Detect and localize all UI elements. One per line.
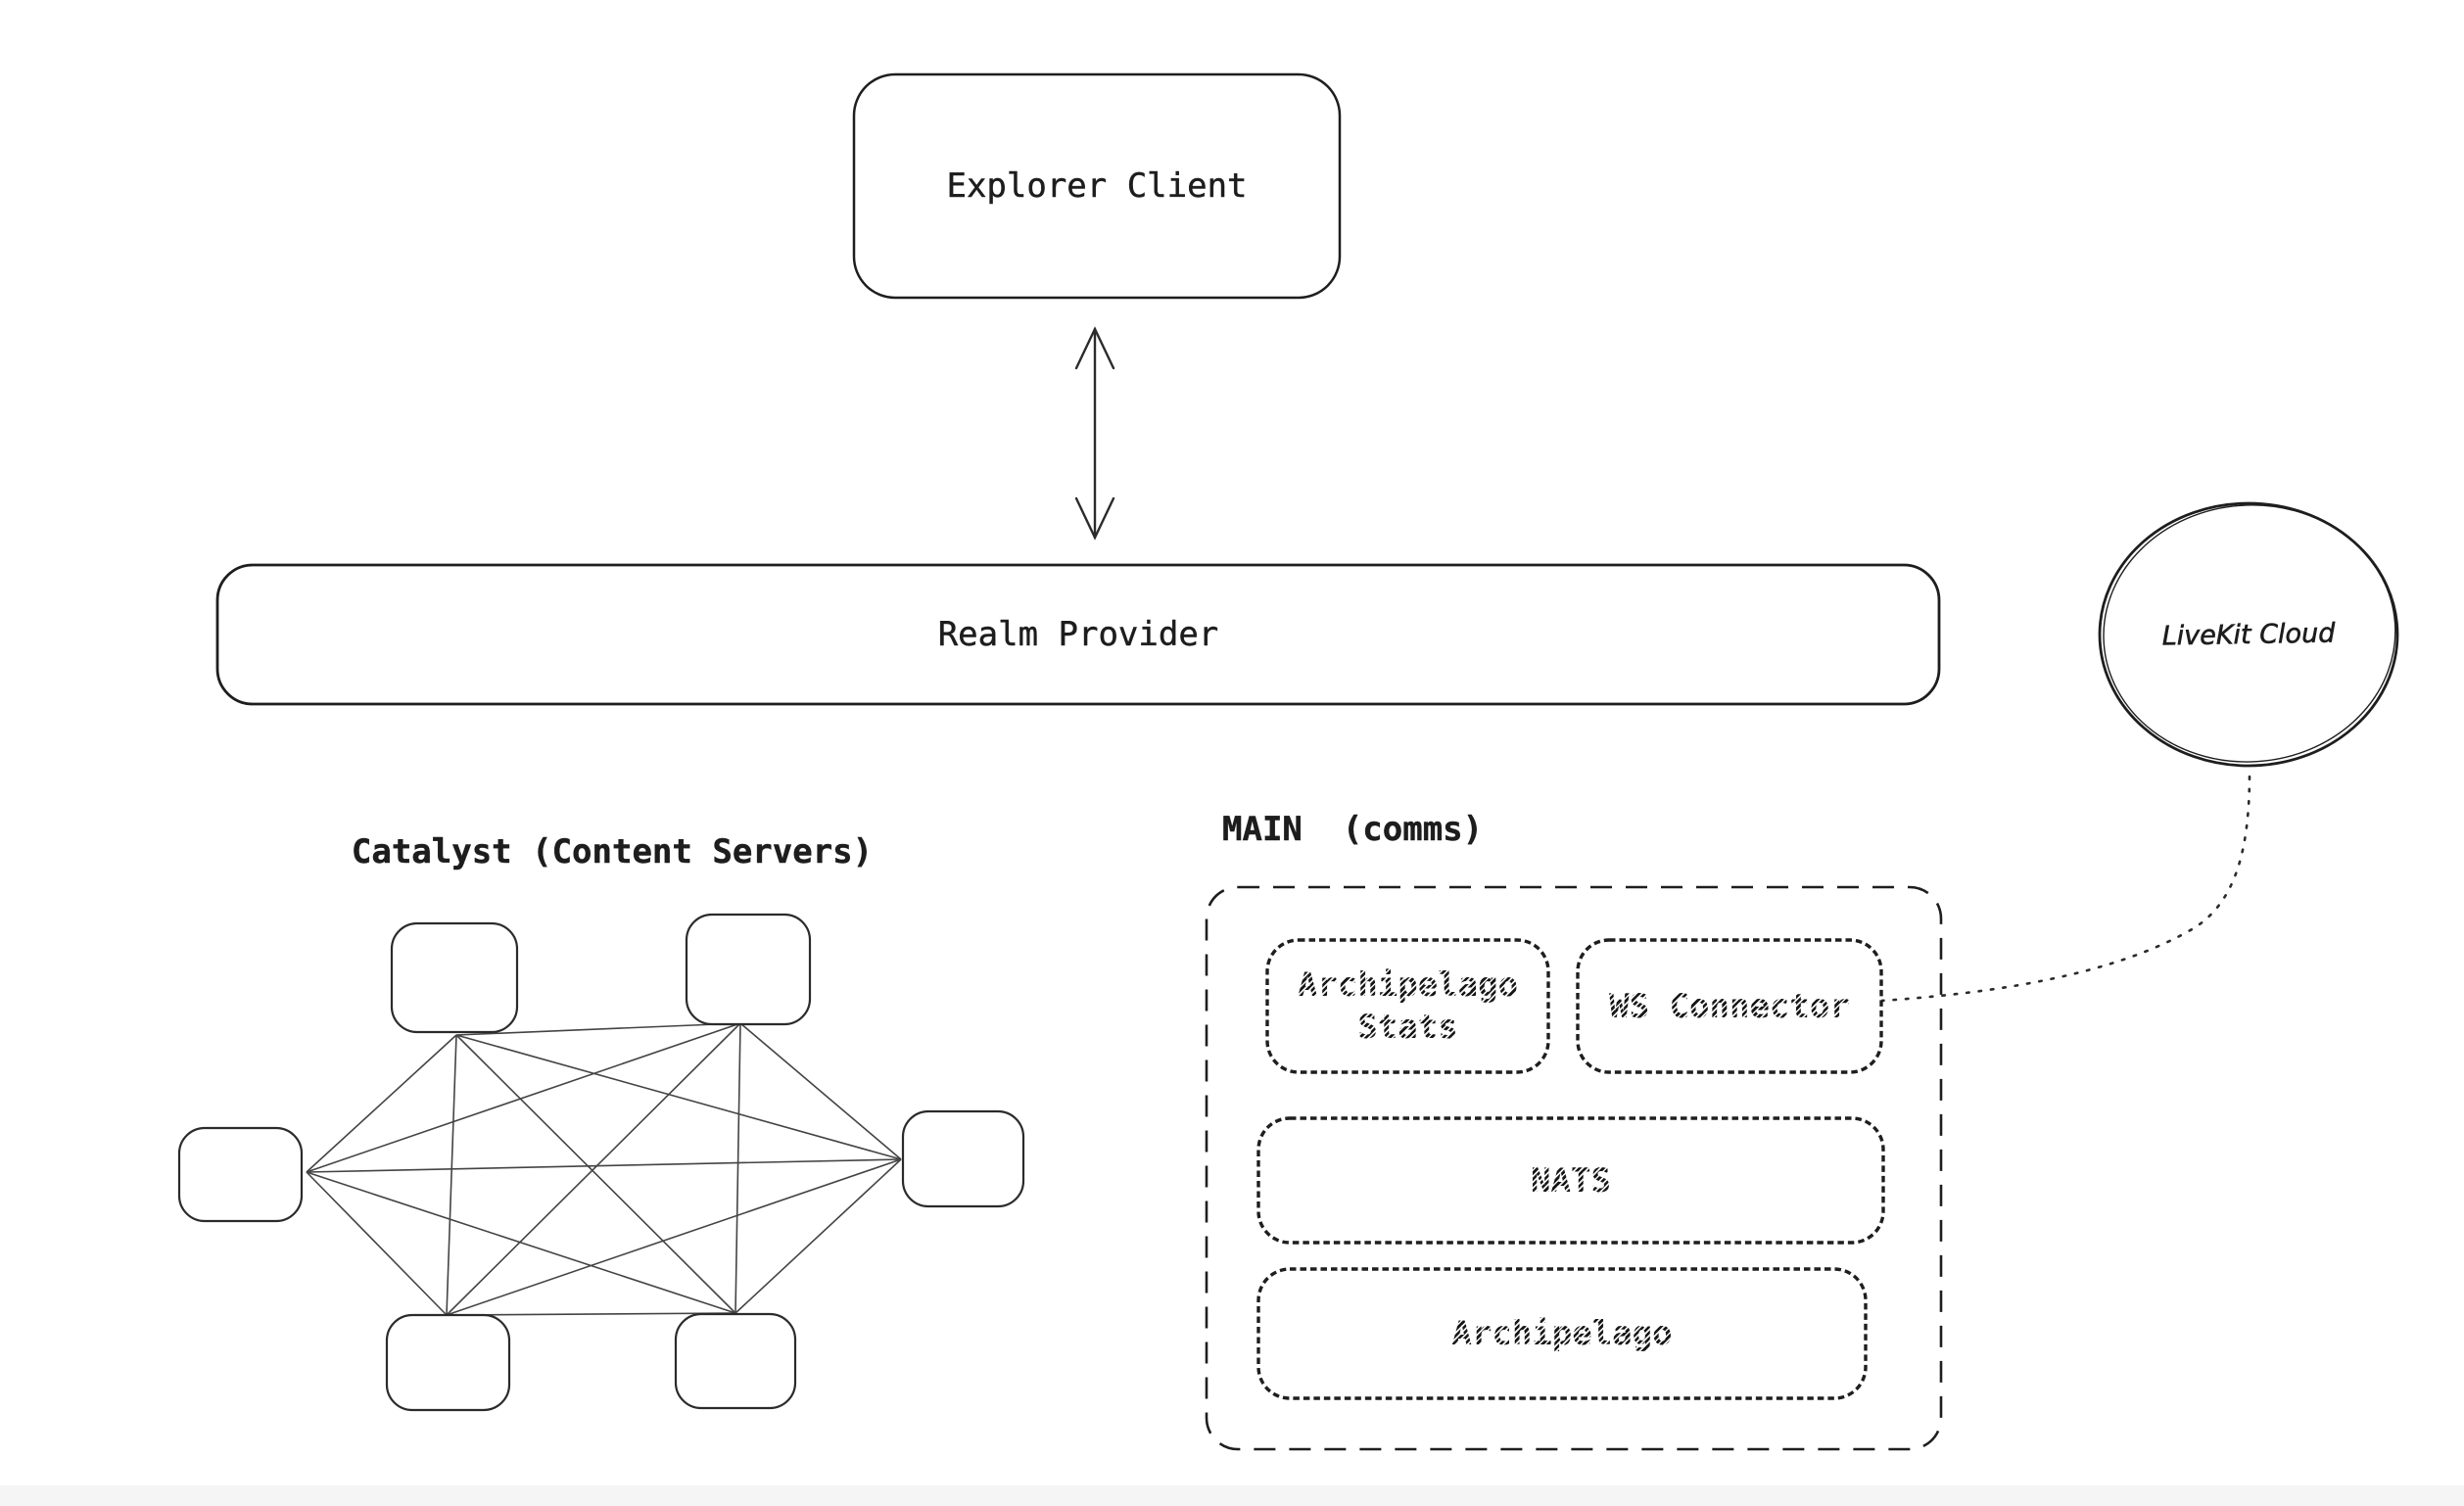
archipelago-stats-label: Archipelago Stats <box>1277 940 1539 1072</box>
ws-connector-box <box>1576 938 1883 1074</box>
mesh-edge <box>446 1312 736 1316</box>
arrowhead-down <box>1074 496 1115 541</box>
content-server-node <box>390 921 519 1034</box>
content-server-node <box>177 1126 304 1223</box>
main-comms-service-boxes <box>1256 938 1885 1400</box>
catalyst-section-label: Catalyst (Content Servers) <box>351 832 874 871</box>
archipelago-label: Archipelago <box>1258 1269 1866 1398</box>
catalyst-mesh-nodes <box>177 913 1025 1412</box>
mesh-edge <box>455 1034 902 1160</box>
mesh-edge <box>446 1022 741 1316</box>
footer-strip <box>0 1485 2464 1506</box>
mesh-edge <box>455 1022 741 1036</box>
catalyst-mesh-edges <box>306 1022 902 1316</box>
mesh-edge <box>306 1022 741 1173</box>
nats-box <box>1256 1116 1885 1245</box>
mesh-edge <box>306 1171 736 1314</box>
mesh-edge <box>739 1022 902 1160</box>
mesh-edge <box>446 1158 902 1316</box>
mesh-edge <box>446 1034 457 1316</box>
livekit-cloud-circle <box>2098 501 2399 768</box>
explorer-client-box <box>852 72 1342 300</box>
content-server-node <box>901 1109 1025 1208</box>
nats-label: NATS <box>1258 1118 1883 1243</box>
arrowhead-up <box>1074 326 1115 370</box>
content-server-node <box>685 913 812 1026</box>
explorer-client-label: Explorer Client <box>946 166 1248 206</box>
realm-provider-box <box>215 563 1941 706</box>
explorer-realm-arrow <box>1074 326 1115 541</box>
realm-provider-label: Realm Provider <box>937 615 1219 654</box>
livekit-cloud-label: LiveKit Cloud <box>2161 617 2336 652</box>
mesh-edge <box>734 1022 741 1314</box>
mesh-edge <box>306 1034 457 1173</box>
mesh-edge <box>306 1158 902 1173</box>
livekit-cloud-circle-sketch-stroke <box>2103 504 2396 763</box>
main-comms-section-label: MAIN (comms) <box>1222 810 1484 849</box>
mesh-edge <box>734 1158 902 1314</box>
ws-connector-label: WS Connector <box>1578 940 1881 1072</box>
content-server-node <box>385 1313 511 1412</box>
main-comms-container <box>1205 885 1943 1451</box>
mesh-edge <box>306 1171 448 1316</box>
archipelago-stats-box <box>1265 938 1550 1074</box>
mesh-edge <box>455 1034 736 1314</box>
archipelago-box <box>1256 1267 1868 1400</box>
ws-livekit-dotted-connector <box>1879 772 2251 1003</box>
content-server-node <box>674 1312 797 1410</box>
